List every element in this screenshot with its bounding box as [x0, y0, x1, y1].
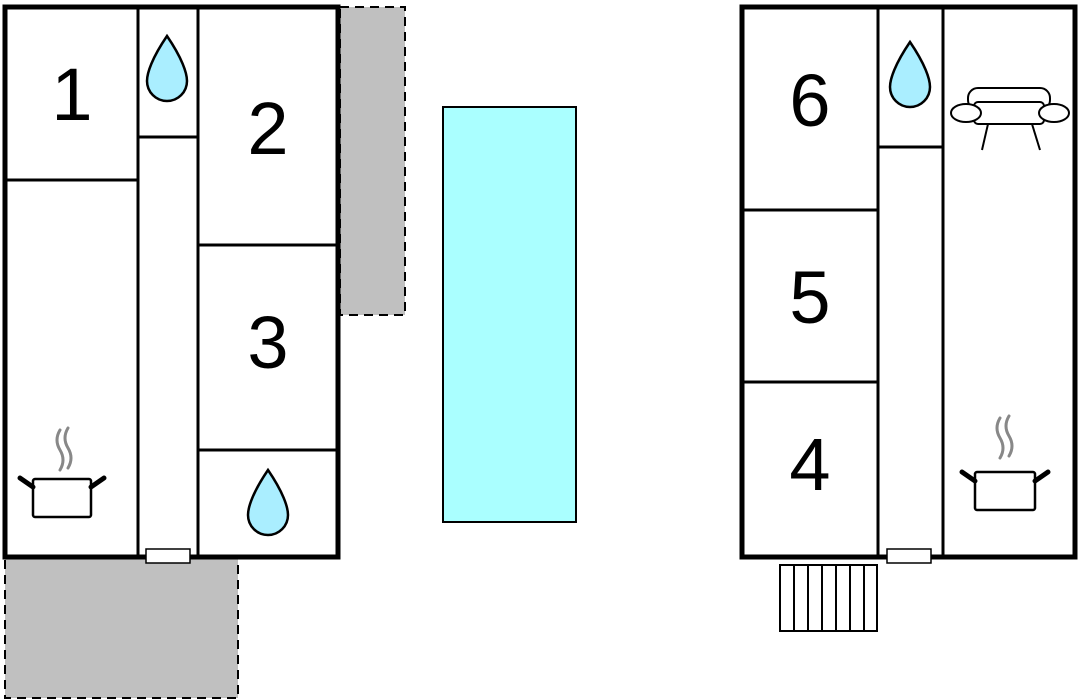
swimming-pool [442, 106, 577, 523]
water-drop-icon [246, 467, 290, 537]
cooking-pot-icon [17, 426, 107, 519]
room-number-6: 6 [789, 59, 830, 142]
room-number-5: 5 [789, 256, 830, 339]
water-drop-icon [888, 39, 932, 109]
water-drop-icon [145, 33, 189, 103]
ground-floor: 1 2 3 [2, 4, 406, 699]
room-number-2: 2 [247, 87, 288, 170]
room-number-3: 3 [247, 301, 288, 384]
entrance-door [145, 548, 191, 564]
upper-floor: 6 5 4 [739, 4, 1078, 632]
room-number-4: 4 [789, 423, 830, 506]
room-number-1: 1 [51, 53, 92, 136]
stairs-icon [779, 564, 878, 632]
terrace-right [339, 6, 406, 316]
entrance-door [886, 548, 932, 564]
cooking-pot-icon [959, 414, 1051, 512]
terrace-bottom [4, 557, 239, 699]
sofa-icon [950, 87, 1070, 151]
